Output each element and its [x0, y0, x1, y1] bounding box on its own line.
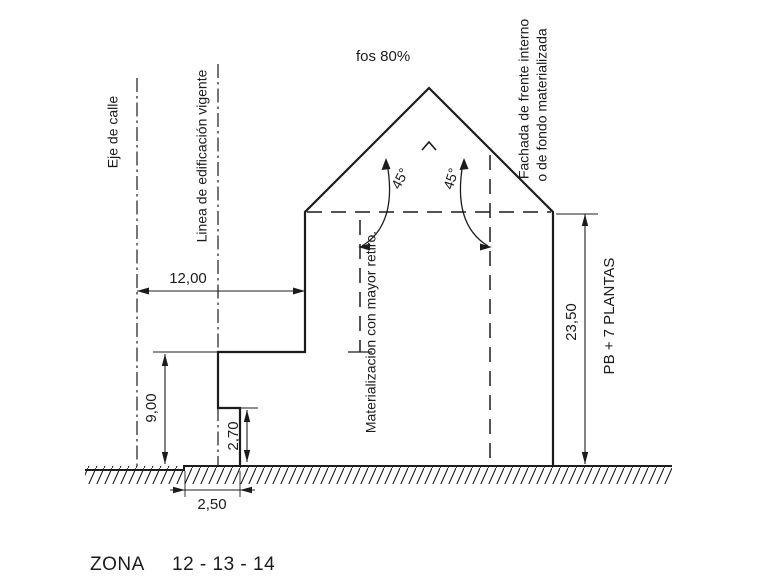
zone-numbers: 12 - 13 - 14	[172, 554, 275, 575]
dim-2350-arrow-top	[581, 214, 589, 226]
dim-250-arrow-left	[173, 486, 185, 494]
angle-arc-left	[361, 162, 391, 247]
building-line-label: Linea de edificación vigente	[194, 69, 210, 242]
angle-label-left: 45°	[388, 165, 412, 191]
dim-250-label: 2,50	[197, 496, 226, 513]
dim-12-arrow-right	[293, 287, 305, 295]
angle-arc-right-arrow-top	[459, 158, 469, 170]
ground-hatch	[85, 466, 672, 484]
dim-9-arrow-top	[161, 354, 169, 366]
dim-12-arrow-left	[137, 287, 149, 295]
building-envelope-outline	[216, 86, 555, 466]
dim-12-label: 12,00	[169, 270, 207, 287]
angle-arc-right-arrow-bottom	[480, 243, 492, 251]
dim-250-arrow-right	[240, 486, 252, 494]
fos-label: fos 80%	[356, 48, 410, 65]
zone-title: ZONA	[90, 554, 145, 575]
street-axis-label: Eje de calle	[105, 96, 121, 169]
angle-arc-left-arrow-top	[381, 158, 391, 170]
dim-270-arrow-bottom	[243, 450, 251, 462]
angle-label-right: 45°	[440, 166, 462, 191]
pb-plantas-label: PB + 7 PLANTAS	[601, 258, 618, 375]
internal-facade-label-line1: Fachada de frente interno	[516, 19, 532, 180]
dim-270-label: 2,70	[225, 421, 242, 450]
dim-9-arrow-bottom	[161, 452, 169, 464]
apex-mark	[421, 140, 437, 151]
internal-facade-label-line2: o de fondo materializada	[534, 28, 550, 182]
dim-2350-arrow-bottom	[581, 452, 589, 464]
ground-line	[85, 465, 672, 471]
materialization-label: Materializacion con mayor retiro.	[363, 231, 379, 433]
angle-arc-left-arrow-bottom	[358, 243, 370, 251]
dim-2350-label: 23,50	[563, 303, 580, 341]
angle-arc-right	[459, 162, 489, 247]
dim-270-arrow-top	[243, 410, 251, 422]
dim-9-label: 9,00	[143, 393, 160, 422]
